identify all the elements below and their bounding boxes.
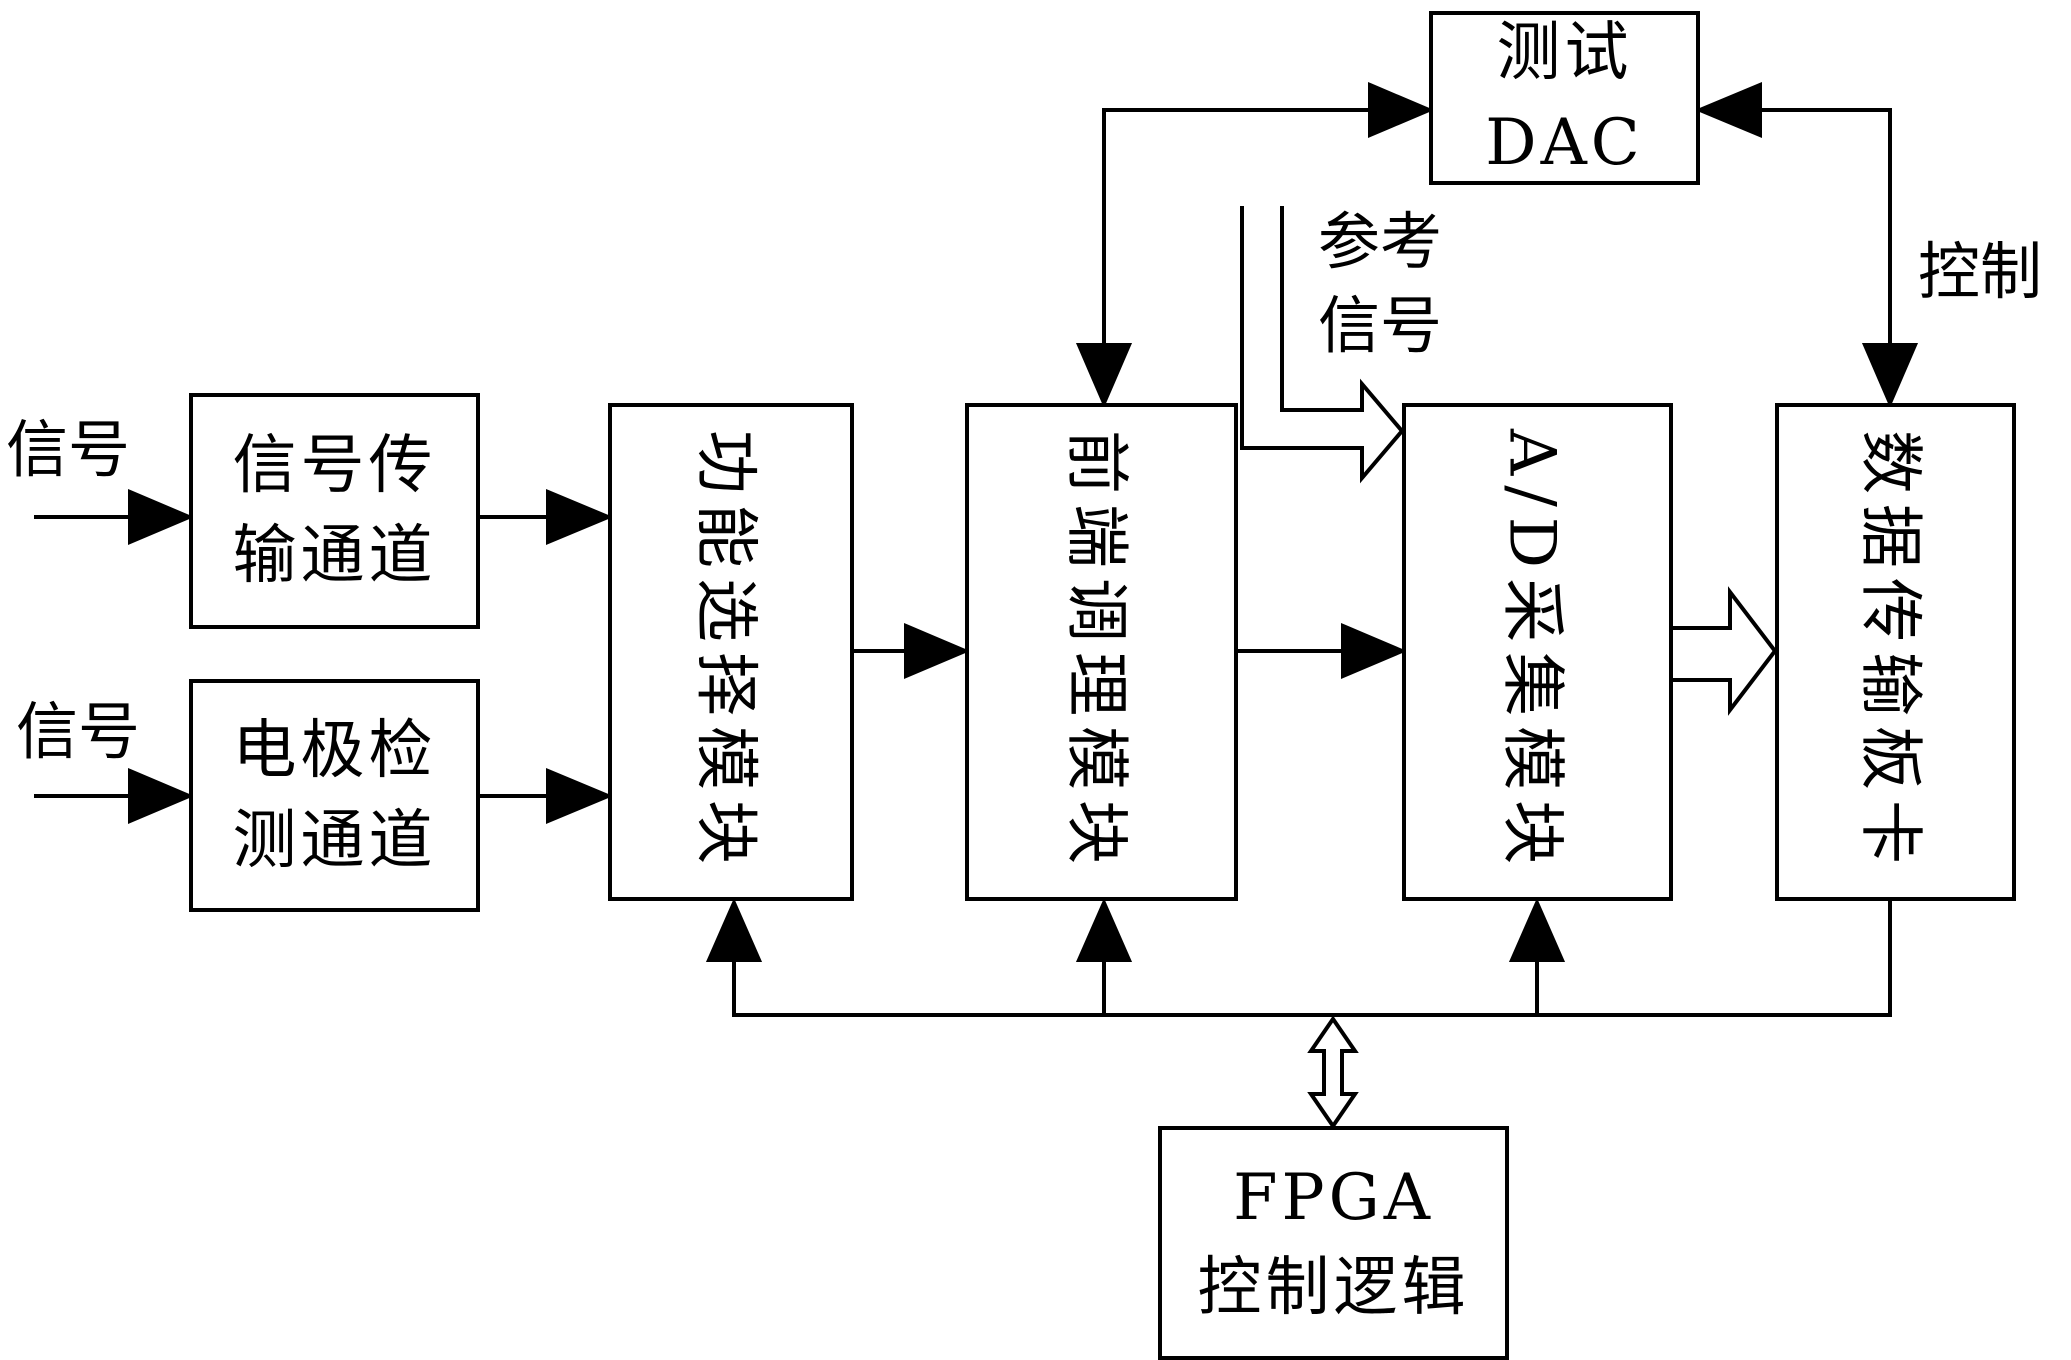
arrowhead [546,768,614,824]
fpga-block: FPGA 控制逻辑 [1158,1126,1509,1360]
fpga-line2: 控制逻辑 [1197,1251,1470,1325]
test-dac-line2: DAC [1485,106,1644,180]
arrowhead [904,622,971,680]
arrowhead [128,488,195,546]
electrode-channel-block: 电极检 测通道 [189,679,480,912]
input-label-2: 信号 [16,695,141,768]
arrowhead [1075,343,1133,409]
adc-to-data-card-arrow [1673,586,1778,716]
control-label: 控制 [1918,235,2043,308]
arrowhead [128,767,195,825]
signal-channel-line2: 输通道 [232,519,437,593]
arrowhead [1341,622,1408,680]
function-select-block: 功能选择模块 [608,403,854,901]
arrowhead [1075,898,1133,962]
fpga-bus-double-arrow [1307,1015,1359,1130]
adc-label: A/D采集模块 [1494,429,1569,875]
dac-to-data-card-line [1758,108,1892,345]
arrowhead [546,489,614,545]
electrode-channel-line1: 电极检 [232,713,437,788]
data-card-block: 数据传输板卡 [1775,403,2016,901]
arrowhead [705,898,763,962]
arrowhead [1368,81,1435,139]
test-dac-block: 测试 DAC [1429,11,1700,185]
frontend-block: 前端调理模块 [965,403,1238,901]
test-dac-line1: 测试 [1496,16,1633,90]
signal-channel-line1: 信号传 [232,429,437,503]
fpga-line1: FPGA [1233,1161,1434,1235]
arrowhead [1861,343,1919,409]
frontend-label: 前端调理模块 [1058,430,1133,874]
adc-block: A/D采集模块 [1402,403,1673,901]
control-bus [732,901,1892,1017]
signal-channel-block: 信号传 输通道 [189,393,480,629]
arrowhead [1508,898,1566,962]
reference-signal-line1: 参考 [1318,205,1443,278]
input-label-1: 信号 [6,413,131,486]
dac-to-frontend-line [1102,108,1372,345]
reference-signal-label: 参考 信号 [1318,200,1442,368]
reference-signal-line2: 信号 [1318,289,1443,362]
arrowhead [1694,82,1762,138]
electrode-channel-line2: 测通道 [232,803,437,878]
data-card-label: 数据传输板卡 [1852,430,1927,874]
function-select-label: 功能选择模块 [688,430,762,874]
